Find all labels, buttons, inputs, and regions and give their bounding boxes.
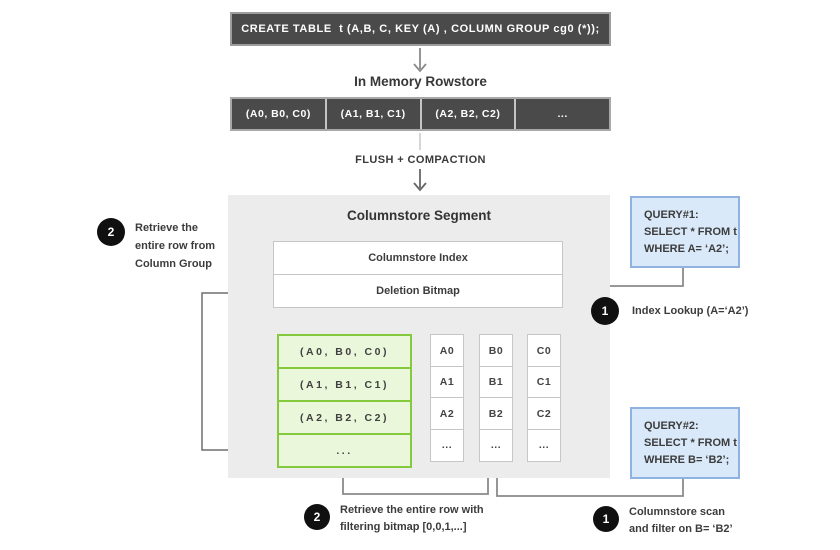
column-cell: B0 (479, 334, 513, 367)
column-group-row: ... (279, 435, 410, 466)
query2-line: QUERY#2: (644, 420, 699, 432)
note-line: Column Group (135, 258, 212, 270)
column-cell: ... (479, 428, 513, 462)
column-cell: B1 (479, 365, 513, 399)
query2-line: WHERE B= ‘B2’; (644, 454, 730, 466)
column-cell: C1 (527, 365, 561, 399)
note-line: entire row from (135, 240, 216, 252)
query1-box: QUERY#1: SELECT * FROM t WHERE A= ‘A2’; (630, 196, 740, 268)
note-line: Retrieve the (135, 222, 198, 234)
column-b-stack: B0 B1 B2 ... (479, 334, 513, 462)
step-2-badge: 2 (304, 504, 330, 530)
retrieve-row-group-note: Retrieve the entire row from Column Grou… (135, 219, 215, 273)
note-line: filtering bitmap [0,0,1,...] (340, 521, 467, 533)
note-line: Retrieve the entire row with (340, 504, 484, 516)
step-2-badge: 2 (97, 218, 125, 246)
column-cell: C0 (527, 334, 561, 367)
segment-title: Columnstore Segment (346, 208, 492, 223)
query1-line: SELECT * FROM t (644, 226, 737, 238)
column-group-row: (A1, B1, C1) (279, 369, 410, 400)
rowstore-cell: (A0, B0, C0) (232, 99, 325, 129)
step-1-badge: 1 (591, 297, 619, 325)
flush-compaction-label: FLUSH + COMPACTION (355, 154, 486, 166)
rowstore-cell: (A1, B1, C1) (326, 99, 420, 129)
create-table-sql-bar: CREATE TABLE t (A,B, C, KEY (A) , COLUMN… (230, 12, 611, 46)
column-cell: A1 (430, 365, 464, 399)
note-line: and filter on B= ‘B2’ (629, 523, 733, 535)
query2-box: QUERY#2: SELECT * FROM t WHERE B= ‘B2’; (630, 407, 740, 479)
column-a-stack: A0 A1 A2 ... (430, 334, 464, 462)
columnstore-scan-note: Columnstore scan and filter on B= ‘B2’ (629, 504, 733, 538)
column-c-stack: C0 C1 C2 ... (527, 334, 561, 462)
query1-line: QUERY#1: (644, 209, 699, 221)
index-lookup-note: Index Lookup (A=‘A2’) (632, 305, 749, 317)
arrow-flush-to-segment (413, 169, 427, 192)
create-table-sql: CREATE TABLE t (A,B, C, KEY (A) , COLUMN… (241, 23, 600, 35)
deletion-bitmap-box: Deletion Bitmap (273, 273, 563, 308)
column-cell: A2 (430, 397, 464, 430)
columnstore-index-box: Columnstore Index (273, 241, 563, 275)
column-cell: B2 (479, 397, 513, 430)
note-line: Columnstore scan (629, 506, 725, 518)
column-cell: ... (430, 428, 464, 462)
step-1-badge: 1 (593, 506, 619, 532)
column-cell: C2 (527, 397, 561, 430)
query2-line: SELECT * FROM t (644, 437, 737, 449)
retrieve-bitmap-note: Retrieve the entire row with filtering b… (340, 502, 484, 536)
deletion-bitmap-label: Deletion Bitmap (376, 284, 460, 297)
column-cell: ... (527, 428, 561, 462)
column-group-row: (A2, B2, C2) (279, 402, 410, 433)
query1-line: WHERE A= ‘A2’; (644, 243, 729, 255)
column-cell: A0 (430, 334, 464, 367)
rowstore-bar: (A0, B0, C0) (A1, B1, C1) (A2, B2, C2) .… (230, 97, 611, 131)
column-group-box: (A0, B0, C0) (A1, B1, C1) (A2, B2, C2) .… (277, 334, 412, 468)
arrow-create-to-rowstore (413, 48, 427, 73)
rowstore-cell: (A2, B2, C2) (421, 99, 515, 129)
rowstore-cell: ... (516, 99, 609, 129)
rowstore-title: In Memory Rowstore (354, 74, 487, 89)
columnstore-index-label: Columnstore Index (368, 252, 468, 264)
column-group-row: (A0, B0, C0) (279, 336, 410, 367)
